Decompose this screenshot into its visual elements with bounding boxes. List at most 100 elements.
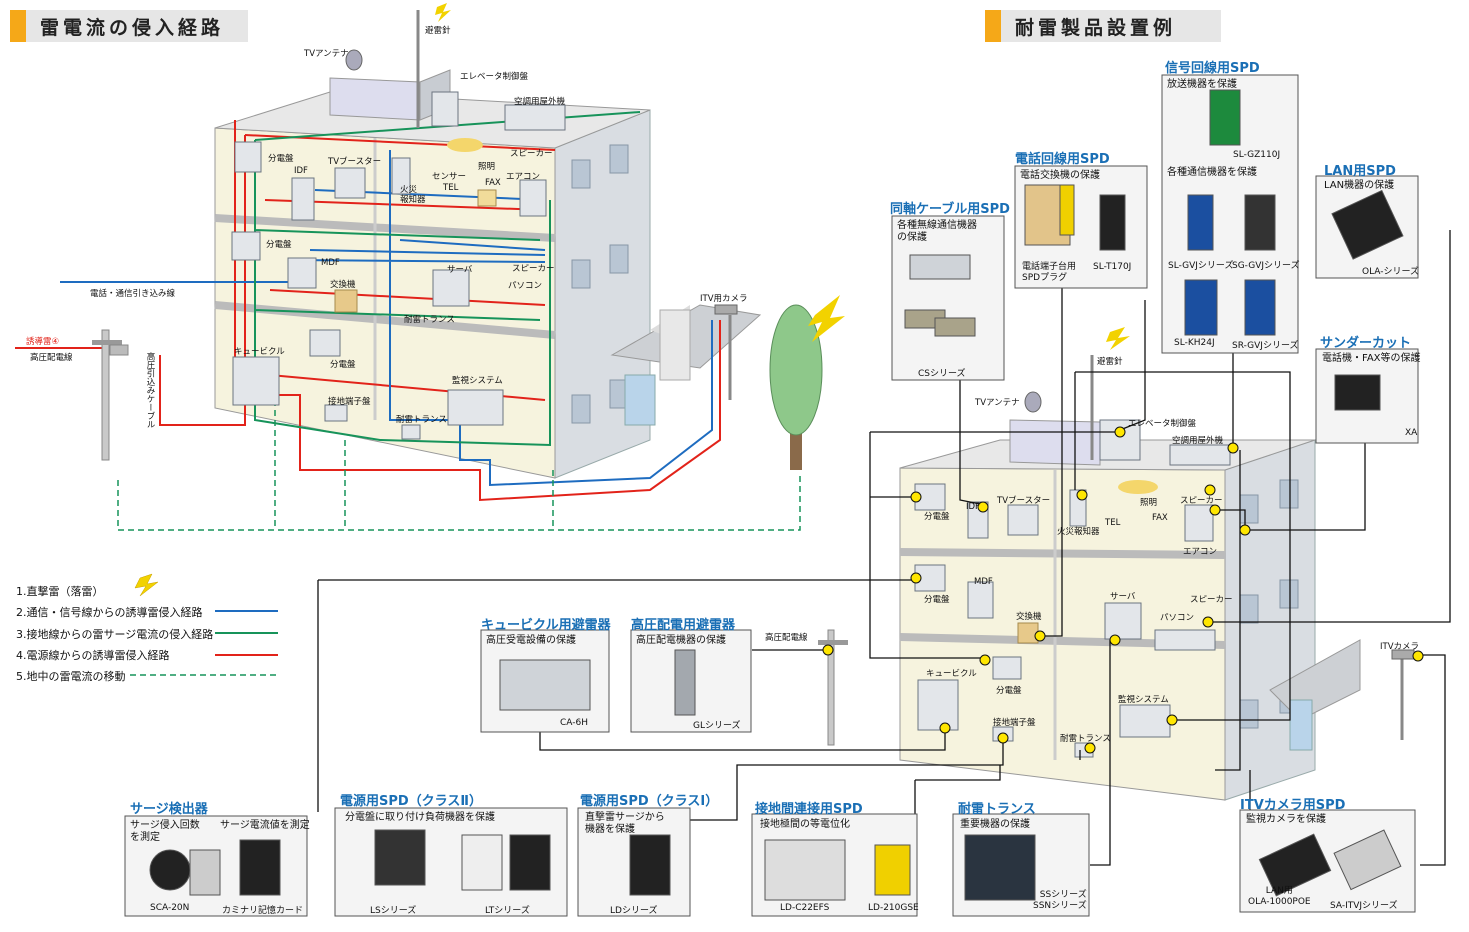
r-label-cubicle: キュービクル [926,669,977,679]
product-signal-title: 信号回線用SPD [1165,61,1260,76]
product-itv-title: ITVカメラ用SPD [1240,798,1346,813]
label-sensor: センサー [432,172,467,182]
product-hv-model: GLシリーズ [693,721,741,731]
product-surge-model1: SCA-20N [150,903,190,913]
product-signal-model1: SL-GZ110J [1233,150,1281,160]
label-tv-antenna: TVアンテナ [304,49,349,59]
r-label-panel-top: 分電盤 [924,512,950,522]
r-label-tv-antenna: TVアンテナ [975,398,1020,408]
product-lan-model: OLA-シリーズ [1362,267,1420,277]
r-label-fire-alarm: 火災報知器 [1057,527,1100,537]
legend-item-4: 4.電源線からの誘導雷侵入経路 [16,649,170,662]
product-itv-model2: SA-ITVJシリーズ [1330,901,1398,911]
r-label-lightning-rod: 避雷針 [1097,357,1123,367]
product-lan-title: LAN用SPD [1324,164,1396,179]
left-header-title: 雷電流の侵入経路 [40,16,225,39]
label-speaker-top: スピーカー [510,149,553,159]
r-label-fax: FAX [1152,513,1168,523]
product-phone-title: 電話回線用SPD [1015,152,1110,167]
label-induced: 誘導雷④ [26,337,60,347]
product-signal-desc1: 放送機器を保護 [1167,79,1237,90]
label-ac-outdoor: 空調用屋外機 [514,97,566,107]
product-signal-model4: SL-KH24J [1174,338,1215,348]
label-aircon: エアコン [506,172,541,182]
r-label-hv-line: 高圧配電線 [765,633,808,643]
label-tv-booster: TVブースター [328,157,382,167]
right-header-title: 耐雷製品設置例 [1015,16,1177,39]
label-fire-alarm: 火災 報知器 [400,185,426,205]
product-itv-desc: 監視カメラを保護 [1246,814,1326,825]
product-signal-desc2: 各種通信機器を保護 [1167,167,1257,178]
right-section-header: 耐雷製品設置例 [985,10,1221,42]
left-section-header: 雷電流の侵入経路 [10,10,248,42]
product-phone-desc: 電話交換機の保護 [1020,170,1100,181]
product-thunder-title: サンダーカット [1320,336,1412,351]
product-signal-model3: SG-GVJシリーズ [1232,261,1300,271]
product-surge-desc2: サージ電流値を測定 [220,820,310,831]
product-phone-model2: SL-T170J [1093,262,1132,272]
r-label-aircon: エアコン [1183,547,1218,557]
r-label-server: サーバ [1110,592,1136,602]
label-lightning-trans-mid: 耐雷トランス [404,315,455,325]
r-label-elevator: エレベータ制御盤 [1128,419,1197,429]
product-surge-model2: カミナリ記憶カード [222,906,304,916]
label-lightning-trans-low: 耐雷トランス [396,415,447,425]
r-label-exchange: 交換機 [1016,612,1042,622]
legend-item-1: 1.直撃雷（落雷） [16,585,104,598]
label-exchange: 交換機 [330,280,356,290]
label-pc: パソコン [508,281,543,291]
r-label-lightning-trans: 耐雷トランス [1060,734,1111,744]
label-panel-top: 分電盤 [268,154,294,164]
product-power2-desc: 分電盤に取り付け負荷機器を保護 [345,812,495,823]
label-server: サーバ [447,265,473,275]
r-label-idf: IDF [966,502,980,512]
r-label-mdf: MDF [974,577,993,587]
label-mdf: MDF [321,258,340,268]
product-power2-title: 電源用SPD（クラスⅡ） [340,794,482,809]
label-monitor: 監視システム [452,376,503,386]
product-cubicle-title: キュービクル用避雷器 [481,618,611,633]
legend-item-5: 5.地中の雷電流の移動 [16,670,126,683]
product-trans-title: 耐雷トランス [958,802,1036,817]
label-fax: FAX [485,178,501,188]
product-ground-model2: LD-210GSE [868,903,919,913]
label-comm-line: 電話・通信引き込み線 [90,289,176,299]
product-surge-title: サージ検出器 [130,802,208,817]
r-label-ac-outdoor: 空調用屋外機 [1172,436,1224,446]
label-panel-mid: 分電盤 [266,240,292,250]
label-idf: IDF [294,166,308,176]
product-power1-title: 電源用SPD（クラスⅠ） [580,794,719,809]
product-coax-title: 同軸ケーブル用SPD [890,202,1010,217]
label-itv-camera: ITV用カメラ [700,294,748,304]
label-ground-terminal: 接地端子盤 [328,397,371,407]
product-hv-desc: 高圧配電機器の保護 [636,635,726,646]
r-label-panel-mid: 分電盤 [924,595,950,605]
label-hv-cable: 高圧引込みケーブル [145,352,155,429]
product-ground-desc: 接地極間の等電位化 [760,819,850,830]
product-signal-model2: SL-GVJシリーズ [1168,261,1234,271]
label-speaker-mid: スピーカー [512,264,555,274]
product-ground-model1: LD-C22EFS [780,903,830,913]
label-cubicle: キュービクル [234,347,285,357]
r-label-speaker-top: スピーカー [1180,496,1223,506]
product-cubicle-model: CA-6H [560,718,588,728]
label-tel: TEL [443,183,459,193]
product-power1-desc: 直撃雷サージから 機器を保護 [585,812,665,835]
r-label-tv-booster: TVブースター [997,496,1051,506]
legend-item-2: 2.通信・信号線からの誘導雷侵入経路 [16,606,203,619]
product-power2-model1: LSシリーズ [370,906,417,916]
product-thunder-model: XA [1405,428,1418,438]
r-label-itv-camera: ITVカメラ [1380,642,1420,652]
product-lan-desc: LAN機器の保護 [1324,180,1395,191]
label-hv-line-left: 高圧配電線 [30,353,73,363]
product-itv-model1: LAN用 OLA-1000POE [1248,886,1311,907]
product-coax-model: CSシリーズ [918,369,966,379]
product-phone-model1: 電話端子台用 SPDプラグ [1022,262,1077,283]
label-lightning-rod: 避雷針 [425,26,451,36]
product-signal-model5: SR-GVJシリーズ [1232,341,1299,351]
product-ground-title: 接地間連接用SPD [755,802,863,817]
product-hv-title: 高圧配電用避雷器 [631,618,736,633]
r-label-lighting: 照明 [1140,498,1158,508]
product-trans-model: SSシリーズ SSNシリーズ [1033,890,1087,911]
